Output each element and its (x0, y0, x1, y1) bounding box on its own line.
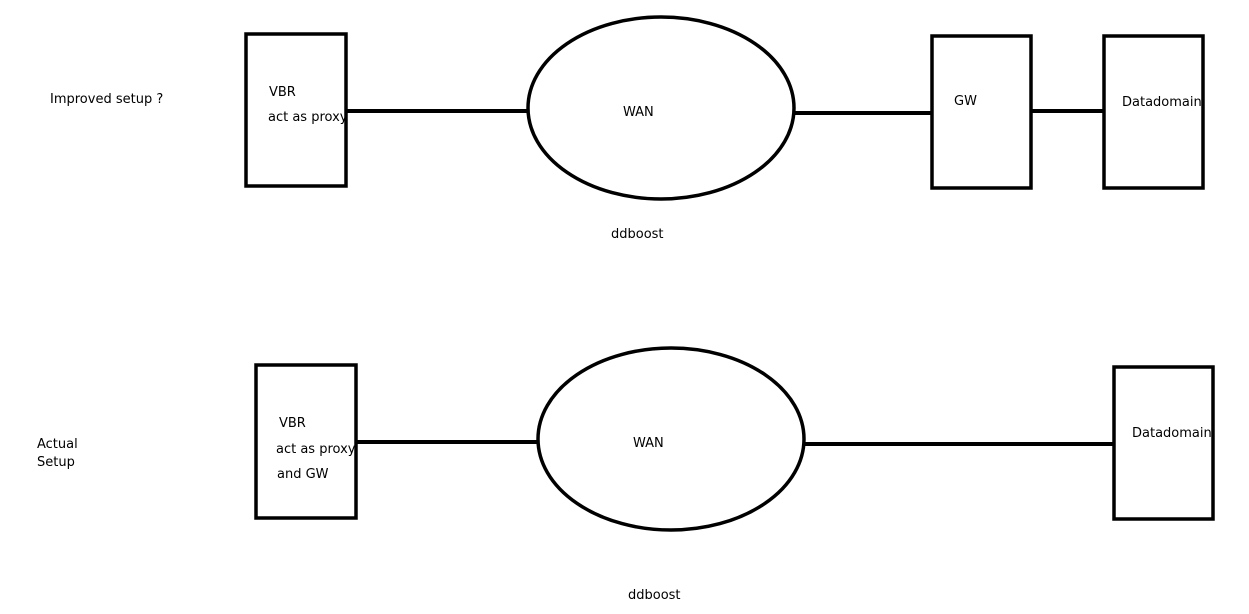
improved-protocol-label: ddboost (611, 227, 664, 242)
improved-vbr-label: VBR (269, 85, 296, 100)
improved-setup: Improved setup ? VBR act as proxy WAN GW… (50, 15, 1205, 242)
improved-datadomain-label: Datadomain (1122, 95, 1202, 110)
actual-datadomain-box (1112, 365, 1215, 521)
actual-wan-cloud (536, 346, 806, 532)
improved-vbr-role-label: act as proxy (268, 110, 348, 125)
actual-wan-label: WAN (633, 436, 664, 451)
improved-gw-label: GW (954, 94, 977, 109)
actual-setup: Actual Setup VBR act as proxy and GW WAN… (37, 346, 1215, 603)
actual-vbr-role-label: act as proxy (276, 442, 356, 457)
improved-wan-label: WAN (623, 105, 654, 120)
actual-vbr-gw-label: and GW (277, 467, 329, 482)
improved-datadomain-box (1102, 34, 1205, 190)
actual-vbr-label: VBR (279, 416, 306, 431)
actual-setup-title-line2: Setup (37, 455, 75, 470)
actual-setup-title-line1: Actual (37, 437, 78, 452)
actual-datadomain-label: Datadomain (1132, 426, 1212, 441)
improved-setup-title: Improved setup ? (50, 92, 163, 107)
improved-gw-box (930, 34, 1033, 190)
actual-protocol-label: ddboost (628, 588, 681, 603)
improved-wan-cloud (526, 15, 796, 201)
